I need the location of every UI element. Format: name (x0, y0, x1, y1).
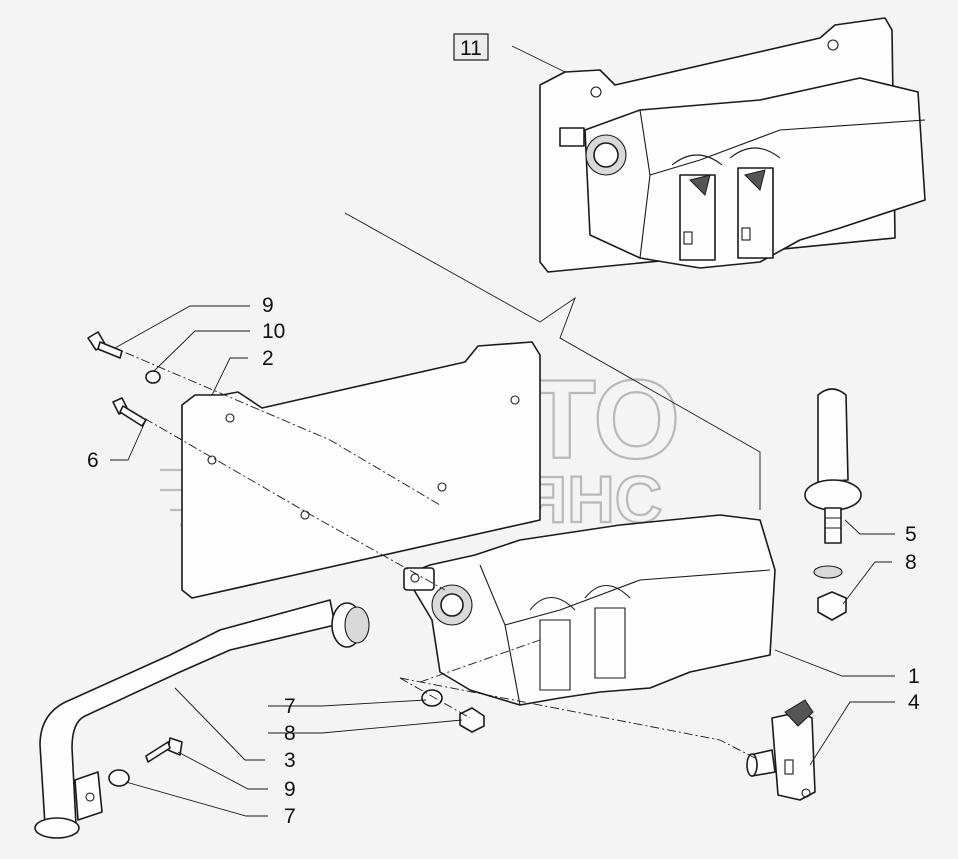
washer-tank (403, 514, 776, 706)
callout-7-mid: 7 (284, 695, 296, 718)
callout-10: 10 (262, 320, 285, 343)
assembly-reference-line (344, 212, 761, 510)
callout-8-right: 8 (905, 551, 917, 574)
callout-11: 11 (460, 37, 482, 60)
cap-washer (813, 565, 843, 579)
cap-nut (817, 591, 847, 621)
callout-1: 1 (908, 665, 920, 688)
fasteners (87, 331, 485, 787)
filler-cap (804, 388, 862, 544)
nut-mid (459, 707, 485, 733)
callout-6: 6 (87, 449, 99, 472)
callout-7-bottom: 7 (284, 805, 296, 828)
center-lines (109, 345, 756, 759)
callout-9-top: 9 (262, 294, 274, 317)
washer-top (145, 370, 161, 384)
pipe (34, 599, 370, 839)
callout-labels: 11 9 10 2 6 5 8 1 4 7 8 3 9 7 (87, 33, 920, 828)
callout-3: 3 (284, 749, 296, 772)
washer-mid (421, 689, 443, 707)
callout-2: 2 (262, 347, 274, 370)
washer-bottom (108, 769, 130, 787)
callout-8-mid: 8 (284, 722, 296, 745)
screw-left-shank (119, 405, 147, 427)
callout-9-bottom: 9 (284, 778, 296, 801)
leader-lines (110, 45, 895, 817)
callout-5: 5 (905, 523, 917, 546)
bracket-plate (181, 341, 541, 599)
washer-pump (746, 699, 816, 801)
callout-box-11 (453, 33, 489, 61)
callout-4: 4 (908, 691, 920, 714)
assembly-view (539, 17, 926, 273)
bolt-bottom-shank (145, 741, 171, 763)
bolt-top-shank (97, 341, 123, 359)
